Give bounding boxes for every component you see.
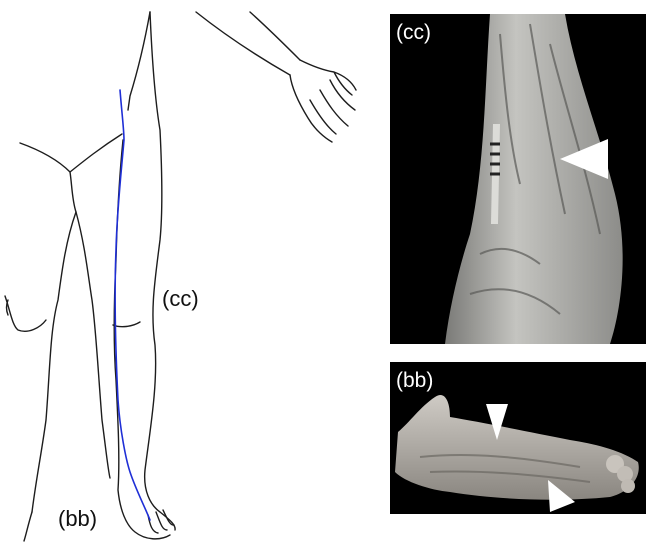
right-leg-outer bbox=[145, 12, 175, 530]
photo-panel-bb: (bb) bbox=[390, 362, 646, 514]
knee-crease bbox=[113, 322, 140, 327]
dissection-photo-cc bbox=[390, 14, 646, 344]
arm-upper bbox=[196, 12, 290, 75]
groin-line bbox=[20, 134, 122, 172]
left-thigh-outline bbox=[128, 12, 150, 110]
nerve-path bbox=[115, 90, 150, 520]
left-hip-contour bbox=[5, 296, 46, 331]
drawing-label-cc: (cc) bbox=[162, 288, 199, 310]
drawing-label-bb: (bb) bbox=[58, 508, 97, 530]
outer-left-leg bbox=[76, 212, 110, 478]
left-hip-mark bbox=[7, 300, 9, 315]
arm-lower bbox=[250, 12, 300, 60]
inner-left-leg bbox=[32, 172, 76, 512]
hand bbox=[290, 60, 356, 142]
photo-label-bb: (bb) bbox=[396, 370, 433, 391]
left-foot bbox=[24, 512, 32, 541]
photo-panel-cc: (cc) bbox=[390, 14, 646, 344]
photo-label-cc: (cc) bbox=[396, 22, 431, 43]
